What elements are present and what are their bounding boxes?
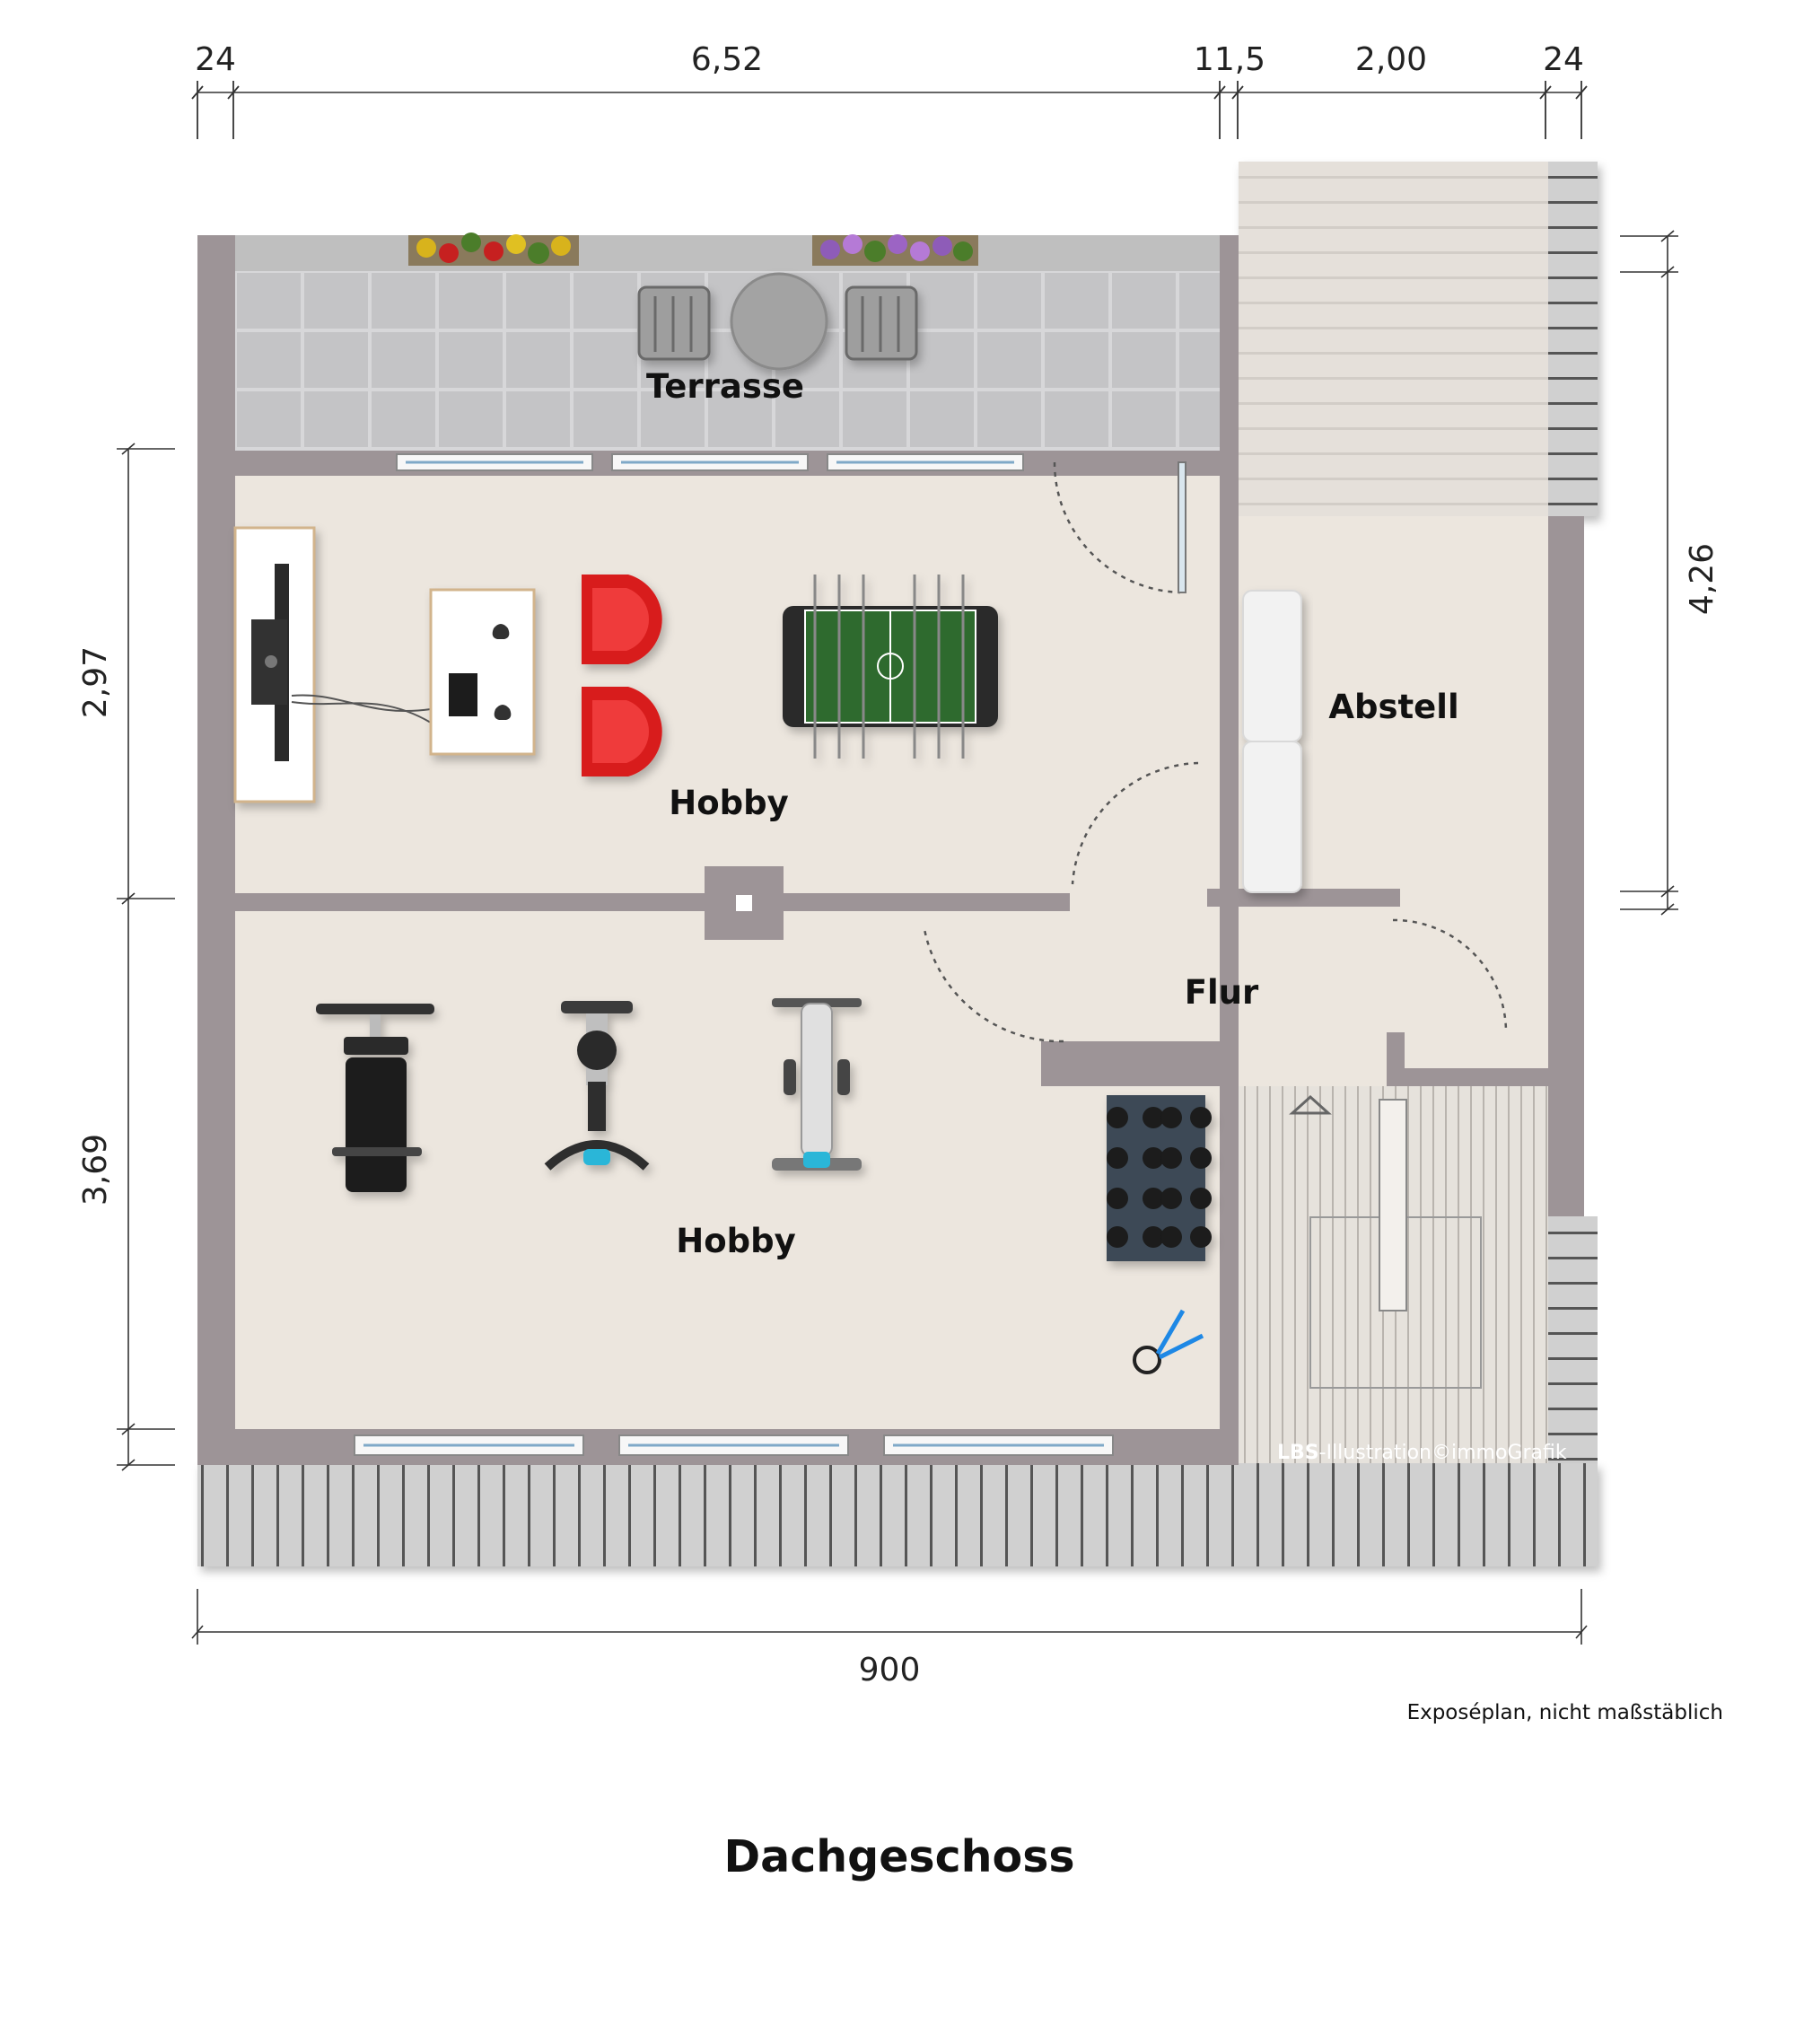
dim-top-2: 6,52 — [691, 41, 763, 78]
terrace-parapet — [235, 235, 1220, 271]
terrace-floor — [235, 271, 1220, 451]
dumbbell-rack — [1107, 1095, 1212, 1261]
terrace-table — [730, 272, 828, 371]
dim-top-1: 24 — [195, 41, 236, 78]
flower-box-right — [812, 234, 978, 266]
scale-note: Exposéplan, nicht maßstäblich — [1407, 1701, 1723, 1724]
room-label-hobby-upper: Hobby — [669, 784, 788, 822]
dim-top-3: 11,5 — [1194, 41, 1265, 78]
dim-bottom: 900 — [859, 1652, 921, 1689]
armchair-red-1 — [582, 575, 662, 664]
room-label-terrace: Terrasse — [646, 367, 804, 406]
dim-left-upper: 2,97 — [77, 646, 114, 718]
doors — [923, 461, 1508, 1043]
floor-hobby-upper — [235, 476, 1220, 893]
terrace-chair-right — [845, 285, 918, 361]
storage-shelf — [1242, 590, 1302, 893]
flower-box-left — [408, 232, 579, 266]
windows — [354, 453, 1114, 1456]
exercise-bike — [544, 1001, 650, 1171]
floor-title: Dachgeschoss — [723, 1831, 1074, 1882]
dim-right: 4,26 — [1684, 543, 1721, 615]
illustration-credit: LBS-Illustration©immoGrafik — [1277, 1442, 1567, 1464]
foosball-table — [783, 575, 998, 759]
tv-cables — [291, 694, 432, 724]
room-label-hall: Flur — [1185, 973, 1259, 1012]
roof-bottom — [197, 1463, 1598, 1566]
dimension-lines — [117, 81, 1678, 1645]
dim-left-lower: 3,69 — [77, 1134, 114, 1206]
weight-bench — [316, 1004, 434, 1192]
terrace-chair-left — [637, 285, 711, 361]
game-console-table — [429, 588, 536, 756]
tv-sideboard — [233, 526, 316, 803]
room-label-storage: Abstell — [1328, 688, 1458, 726]
room-label-hobby-lower: Hobby — [676, 1222, 795, 1260]
dim-top-5: 24 — [1543, 41, 1584, 78]
dim-top-4: 2,00 — [1355, 41, 1427, 78]
rowing-machine — [772, 998, 862, 1171]
armchair-red-2 — [582, 687, 662, 776]
stair-railing — [1379, 1099, 1407, 1311]
jump-rope — [1133, 1309, 1204, 1374]
